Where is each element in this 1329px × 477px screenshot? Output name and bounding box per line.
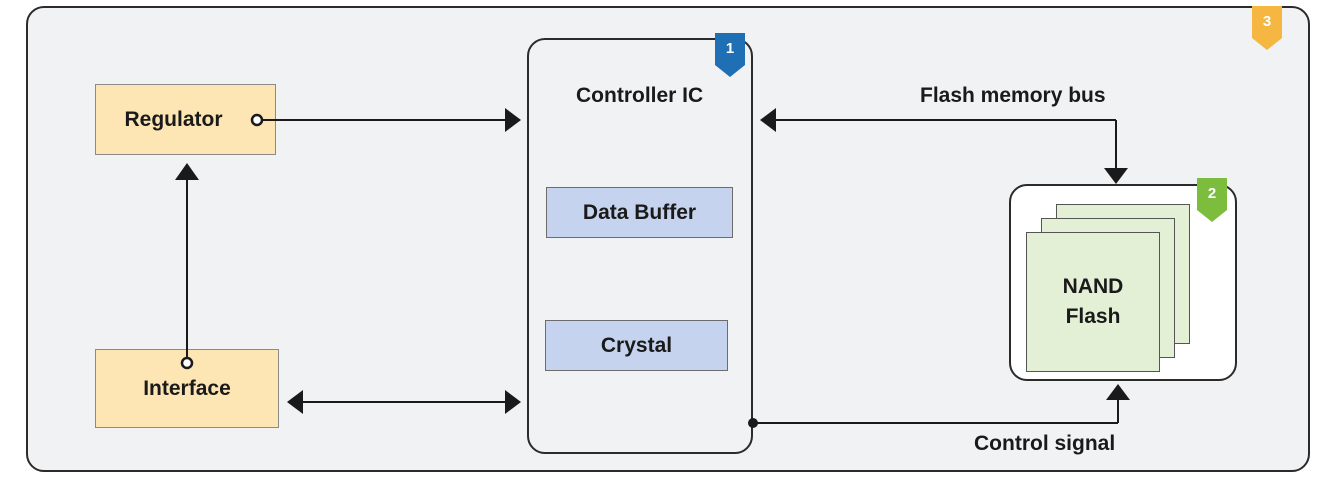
crystal-block: Crystal: [545, 320, 728, 371]
board-badge: 3: [1252, 6, 1282, 50]
nand-badge-number: 2: [1207, 185, 1217, 202]
controller-ic-title: Controller IC: [576, 84, 704, 107]
controller-badge-number: 1: [725, 40, 735, 57]
data-buffer-block: Data Buffer: [546, 187, 733, 238]
regulator-block: Regulator: [95, 84, 276, 155]
badge-shape-2: [1197, 178, 1227, 222]
flash-memory-bus-wire: [760, 108, 1128, 184]
crystal-label: Crystal: [600, 333, 673, 357]
nand-flash-label: NAND Flash: [1026, 232, 1160, 372]
interface-controller-bidirectional-wire: [287, 390, 521, 414]
board-badge-number: 3: [1262, 13, 1272, 30]
flash-chip-front: [1026, 232, 1160, 372]
flash-memory-bus-label: Flash memory bus: [920, 84, 1106, 107]
badge-shape-1: [715, 33, 745, 77]
controller-badge: 1: [715, 33, 745, 77]
nand-badge: 2: [1197, 178, 1227, 222]
nand-label-line-2: Flash: [1065, 305, 1121, 328]
data-buffer-label: Data Buffer: [582, 200, 697, 224]
control-signal-label: Control signal: [974, 432, 1116, 455]
interface-to-regulator-wire: [175, 163, 199, 370]
regulator-label: Regulator: [124, 107, 223, 131]
control-signal-wire: [748, 384, 1130, 428]
badge-shape-3: [1252, 6, 1282, 50]
nand-label-line-1: NAND: [1062, 275, 1124, 298]
controller-ic-block: [527, 38, 753, 454]
regulator-to-controller-wire: [250, 108, 521, 132]
interface-label: Interface: [143, 376, 231, 400]
